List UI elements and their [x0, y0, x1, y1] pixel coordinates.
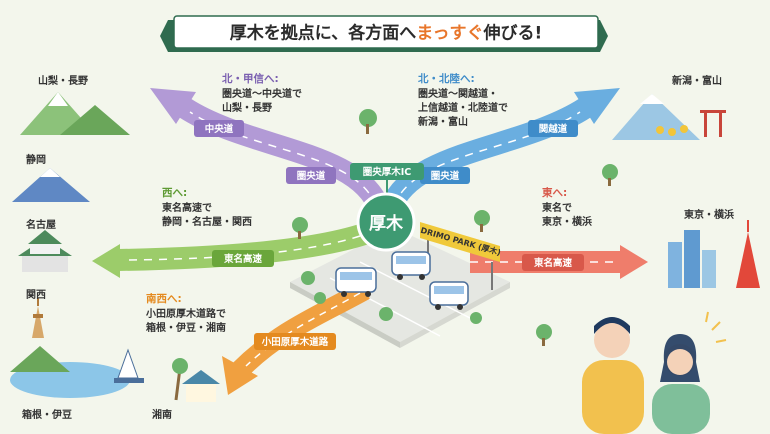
svg-text:厚木: 厚木: [369, 213, 404, 234]
place-shonan: 湘南: [152, 408, 172, 421]
svg-text:東名高速: 東名高速: [223, 253, 263, 265]
svg-text:東へ:: 東へ:: [542, 186, 567, 199]
bus-2: [391, 251, 431, 280]
svg-text:東京・横浜: 東京・横浜: [542, 215, 592, 228]
hakone-lake-icon: [10, 346, 144, 398]
road-label-kanetsu: 関越道: [528, 120, 578, 137]
svg-text:新潟・富山: 新潟・富山: [418, 115, 468, 128]
road-label-kenodo-west: 圏央道: [286, 167, 336, 184]
tokyo-skyline-icon: [668, 220, 760, 288]
svg-text:関越道: 関越道: [539, 123, 568, 135]
shonan-house-icon: [172, 358, 220, 402]
svg-text:静岡・名古屋・関西: 静岡・名古屋・関西: [162, 215, 252, 228]
place-shizuoka: 静岡: [26, 153, 46, 166]
road-label-tomei-west: 東名高速: [212, 250, 274, 267]
svg-text:圏央道: 圏央道: [297, 170, 326, 182]
svg-text:上信越道・北陸道で: 上信越道・北陸道で: [418, 101, 508, 114]
place-nagoya: 名古屋: [26, 218, 56, 231]
nagoya-castle-icon: [18, 230, 72, 272]
bus-3: [429, 281, 469, 310]
road-label-kenodo-east: 圏央道: [420, 167, 470, 184]
route-desc-west: 西へ: 東名高速で 静岡・名古屋・関西: [162, 187, 252, 228]
mount-fuji-icon: [12, 168, 90, 202]
svg-text:圏央厚木IC: 圏央厚木IC: [363, 166, 412, 178]
road-label-tomei-east: 東名高速: [522, 254, 584, 271]
svg-text:小田原厚木道路で: 小田原厚木道路で: [145, 307, 226, 320]
place-yamanashi: 山梨・長野: [38, 74, 88, 87]
road-label-odawara: 小田原厚木道路: [254, 333, 336, 350]
bus-1: [335, 267, 377, 297]
place-niigata: 新潟・富山: [672, 74, 722, 87]
svg-text:山梨・長野: 山梨・長野: [222, 101, 272, 114]
kansai-tower-icon: [32, 298, 44, 338]
ic-sign: 圏央厚木IC: [350, 163, 424, 200]
svg-text:北・北陸へ:: 北・北陸へ:: [418, 72, 475, 85]
page-title: 厚木を拠点に、各方面へまっすぐ伸びる!: [230, 23, 543, 44]
svg-text:西へ:: 西へ:: [162, 187, 187, 199]
svg-text:圏央道～中央道で: 圏央道～中央道で: [222, 87, 302, 100]
svg-text:中央道: 中央道: [205, 123, 234, 135]
mountains-yamanashi-icon: [20, 92, 130, 135]
road-label-chuo: 中央道: [194, 120, 244, 137]
mountains-niigata-icon: [612, 94, 726, 140]
svg-text:小田原厚木道路: 小田原厚木道路: [261, 336, 329, 348]
svg-text:東名高速で: 東名高速で: [162, 201, 212, 214]
place-tokyo: 東京・横浜: [684, 208, 734, 221]
trees: [292, 109, 618, 346]
svg-text:南西へ:: 南西へ:: [146, 292, 182, 305]
svg-text:圏央道: 圏央道: [431, 170, 460, 182]
svg-text:圏央道～関越道・: 圏央道～関越道・: [418, 87, 498, 100]
people-illustration: [582, 311, 727, 434]
route-desc-northwest: 北・甲信へ: 圏央道～中央道で 山梨・長野: [222, 72, 302, 114]
svg-text:東名高速: 東名高速: [533, 257, 573, 269]
route-desc-northeast: 北・北陸へ: 圏央道～関越道・ 上信越道・北陸道で 新潟・富山: [418, 72, 508, 128]
place-hakone: 箱根・伊豆: [22, 408, 72, 421]
center-atsugi: 厚木: [356, 192, 416, 252]
place-kansai: 関西: [26, 289, 46, 301]
title-banner: 厚木を拠点に、各方面へまっすぐ伸びる!: [160, 15, 608, 52]
svg-text:北・甲信へ:: 北・甲信へ:: [222, 72, 279, 85]
route-desc-southwest: 南西へ: 小田原厚木道路で 箱根・伊豆・湘南: [145, 292, 226, 334]
svg-text:東名で: 東名で: [542, 201, 572, 214]
route-desc-east: 東へ: 東名で 東京・横浜: [542, 186, 592, 228]
southwest-road: [222, 281, 370, 395]
svg-text:箱根・伊豆・湘南: 箱根・伊豆・湘南: [146, 321, 226, 334]
